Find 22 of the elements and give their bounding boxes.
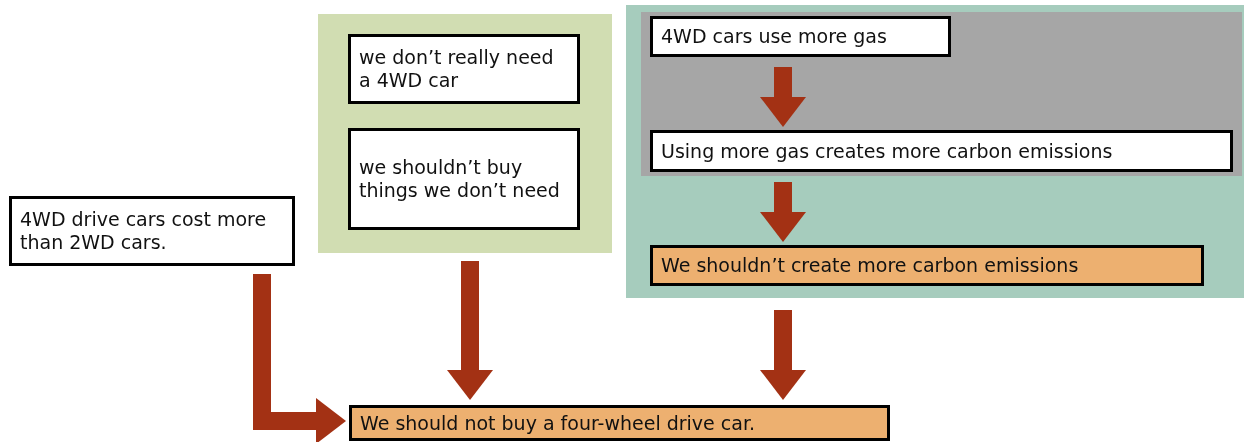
box-text: We shouldn’t create more carbon emissions xyxy=(661,254,1079,277)
reason-box xyxy=(650,130,1233,172)
box-text: 4WD drive cars cost more than 2WD cars. xyxy=(20,208,268,254)
block-arrow xyxy=(760,310,806,400)
group-panel xyxy=(641,12,1242,176)
box-text: We should not buy a four-wheel drive car. xyxy=(360,411,756,435)
block-arrow xyxy=(760,182,806,242)
block-arrow xyxy=(253,274,346,442)
reason-box xyxy=(650,16,951,57)
block-arrow xyxy=(760,67,806,127)
reason-box xyxy=(9,196,295,266)
group-panel xyxy=(626,5,1244,298)
reason-box xyxy=(348,34,580,104)
reason-box xyxy=(348,128,580,230)
box-text: we don’t really need a 4WD car xyxy=(359,46,555,92)
group-panel xyxy=(318,14,612,253)
box-text: Using more gas creates more carbon emissions xyxy=(661,139,1113,163)
box-text: we shouldn’t buy things we don’t need xyxy=(359,156,561,202)
conclusion-box xyxy=(650,245,1204,286)
box-text: 4WD cars use more gas xyxy=(661,25,887,48)
block-arrow xyxy=(447,261,493,400)
conclusion-box xyxy=(349,405,890,441)
